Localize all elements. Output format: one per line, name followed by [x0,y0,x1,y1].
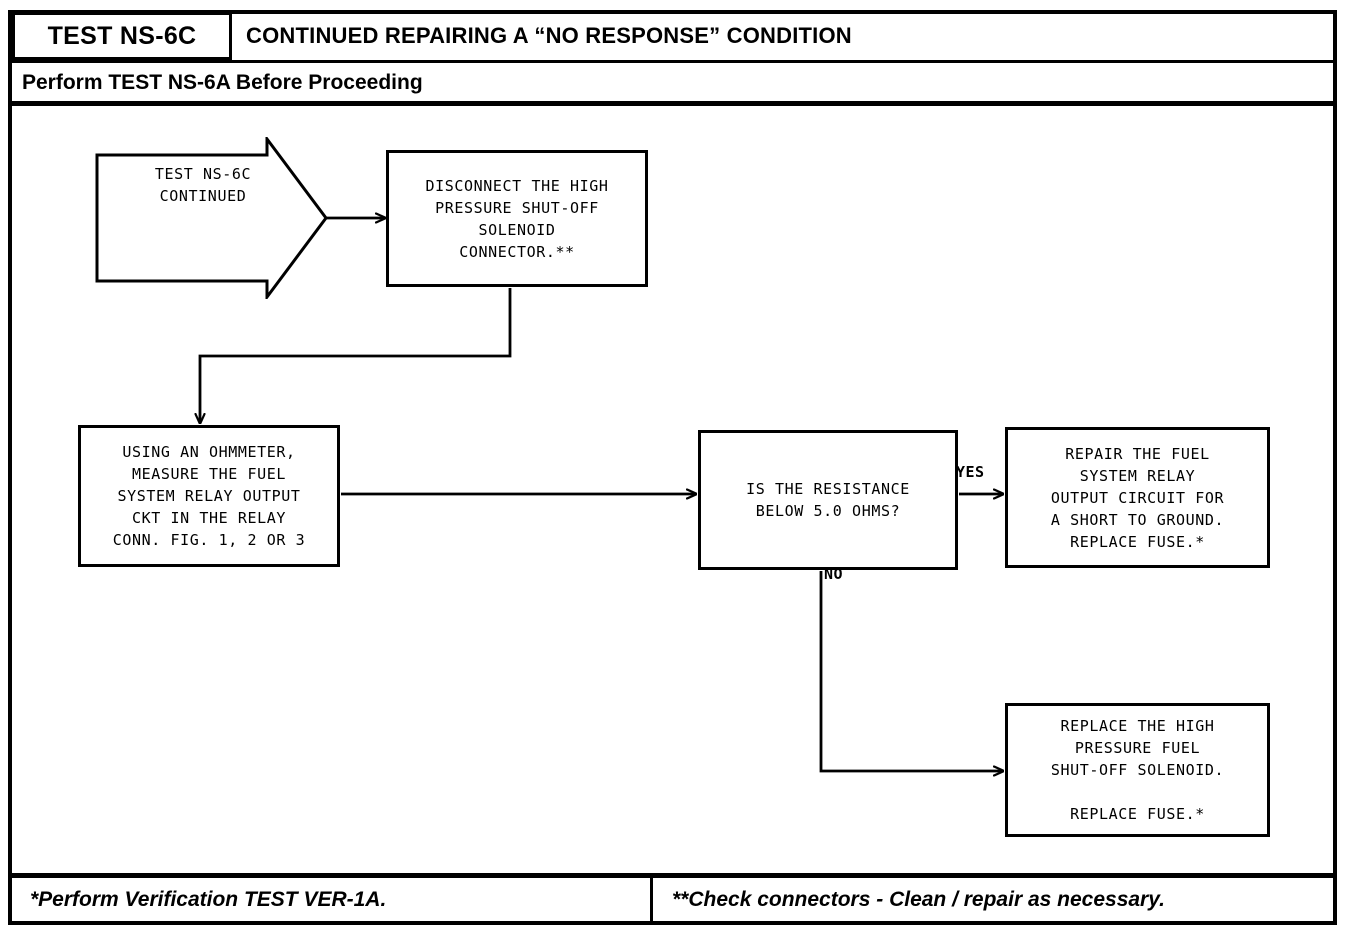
branch-label-yes: YES [956,463,985,481]
test-id-box: TEST NS-6C [12,12,232,60]
node-repair-circuit: REPAIR THE FUEL SYSTEM RELAY OUTPUT CIRC… [1005,427,1270,568]
pentagon-outline [95,137,328,299]
footer-note-left: *Perform Verification TEST VER-1A. [30,887,387,911]
test-id-label: TEST NS-6C [47,21,197,50]
subheader-divider [12,101,1333,106]
start-arrow-shape [95,137,328,299]
node-disconnect-solenoid: DISCONNECT THE HIGH PRESSURE SHUT-OFF SO… [386,150,648,287]
footer-column-divider [650,878,653,921]
footer-note-right: **Check connectors - Clean / repair as n… [672,887,1165,911]
node-resistance-question: IS THE RESISTANCE BELOW 5.0 OHMS? [698,430,958,570]
start-node-label: TEST NS-6C CONTINUED [154,165,252,205]
page-title: CONTINUED REPAIRING A “NO RESPONSE” COND… [246,23,852,48]
header-divider [12,60,1333,63]
node-disconnect-text: DISCONNECT THE HIGH PRESSURE SHUT-OFF SO… [425,176,609,261]
branch-label-no: NO [824,565,844,583]
node-measure-ohmmeter: USING AN OHMMETER, MEASURE THE FUEL SYST… [78,425,340,567]
page-subtitle: Perform TEST NS-6A Before Proceeding [22,71,423,94]
node-replace-solenoid: REPLACE THE HIGH PRESSURE FUEL SHUT-OFF … [1005,703,1270,837]
footer: *Perform Verification TEST VER-1A. **Che… [12,878,1333,921]
node-decision-text: IS THE RESISTANCE BELOW 5.0 OHMS? [746,480,910,520]
footer-divider-top [12,873,1333,878]
node-ohmmeter-text: USING AN OHMMETER, MEASURE THE FUEL SYST… [112,443,306,549]
node-replace-text: REPLACE THE HIGH PRESSURE FUEL SHUT-OFF … [1050,717,1225,823]
node-repair-text: REPAIR THE FUEL SYSTEM RELAY OUTPUT CIRC… [1050,444,1225,551]
